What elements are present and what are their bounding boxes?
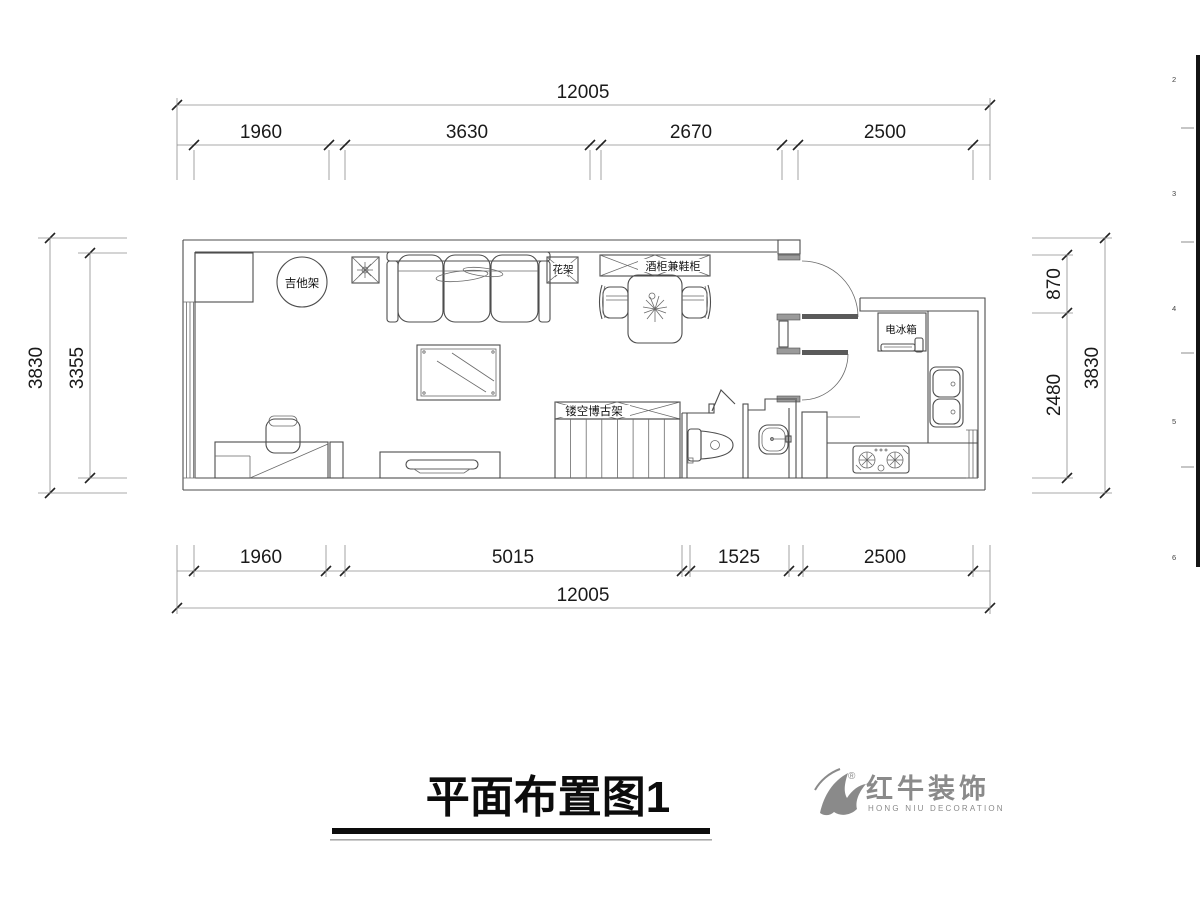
logo: ® 红牛装饰 HONG NIU DECORATION <box>814 768 1005 816</box>
dim-right-seg-0: 870 <box>1044 268 1065 300</box>
flower-rack: 花架 <box>546 256 579 284</box>
dim-bottom-seg-0: 1960 <box>240 547 282 568</box>
title-block: 平面布置图1 <box>330 773 712 841</box>
dim-top-seg-2: 2670 <box>670 122 712 143</box>
flower-rack-label: 花架 <box>553 263 574 276</box>
stairs <box>554 418 681 479</box>
wine-shoe-cabinet: 酒柜兼鞋柜 <box>599 254 711 277</box>
wine-shoe-cabinet-label: 酒柜兼鞋柜 <box>646 259 701 273</box>
dim-left-outer: 3830 <box>26 347 47 389</box>
dimension-right: 870 2480 3830 <box>1032 232 1112 499</box>
dim-right-outer: 3830 <box>1082 347 1103 389</box>
toilet <box>687 428 734 464</box>
tv-cabinet <box>379 451 501 479</box>
sofa <box>386 251 551 323</box>
dim-bottom-seg-2: 1525 <box>718 547 760 568</box>
display-shelf: 镂空博古架 <box>554 401 681 420</box>
logo-name-en: HONG NIU DECORATION <box>868 804 1005 813</box>
dimension-bottom: 1960 5015 1525 2500 12005 <box>171 545 996 614</box>
corner-cabinet <box>194 252 254 303</box>
tv <box>405 459 479 470</box>
title-underline-thin <box>330 839 712 841</box>
page-title: 平面布置图1 <box>426 773 670 822</box>
dim-top-seg-0: 1960 <box>240 122 282 143</box>
fridge-label: 电冰箱 <box>885 323 917 336</box>
ruler-number: 2 <box>1172 75 1176 84</box>
dim-bottom-seg-1: 5015 <box>492 547 534 568</box>
guitar-rack <box>276 256 328 308</box>
dimension-top: 12005 1960 3630 2670 2500 <box>171 82 996 180</box>
wash-basin <box>758 424 792 455</box>
sheet-edge-ruler: 2 3 4 5 6 <box>1172 55 1200 567</box>
hongniu-horn-icon <box>814 768 841 791</box>
coffee-table <box>416 344 501 401</box>
refrigerator: 电冰箱 <box>877 312 927 353</box>
desk <box>214 441 329 479</box>
dim-top-seg-3: 2500 <box>864 122 906 143</box>
dim-bottom-total: 12005 <box>557 585 610 606</box>
registered-mark: ® <box>848 771 856 782</box>
gas-stove <box>852 445 910 474</box>
ruler-number: 6 <box>1172 553 1176 562</box>
logo-name-cn: 红牛装饰 <box>866 773 990 804</box>
dim-left-inner: 3355 <box>67 347 88 389</box>
dining-chair-left <box>598 284 629 320</box>
plant-box <box>351 256 380 284</box>
dining-table <box>627 274 683 344</box>
hongniu-bull-icon <box>820 773 866 816</box>
kitchen-sink <box>929 366 964 428</box>
dimension-left: 3830 3355 <box>26 232 127 499</box>
guitar-rack-label: 吉他架 <box>285 277 320 290</box>
dim-top-seg-1: 3630 <box>446 122 488 143</box>
dim-bottom-seg-3: 2500 <box>864 547 906 568</box>
ruler-number: 4 <box>1172 304 1176 313</box>
display-shelf-label: 镂空博古架 <box>565 404 623 418</box>
ruler-number: 3 <box>1172 189 1176 198</box>
title-underline <box>332 828 710 834</box>
dining-chair-right <box>681 284 712 320</box>
dim-right-seg-1: 2480 <box>1044 374 1065 416</box>
ruler-number: 5 <box>1172 417 1176 426</box>
wall-column <box>329 441 344 479</box>
furniture: 吉他架 花架 <box>194 251 978 479</box>
dim-top-total: 12005 <box>557 82 610 103</box>
desk-chair <box>265 415 301 454</box>
